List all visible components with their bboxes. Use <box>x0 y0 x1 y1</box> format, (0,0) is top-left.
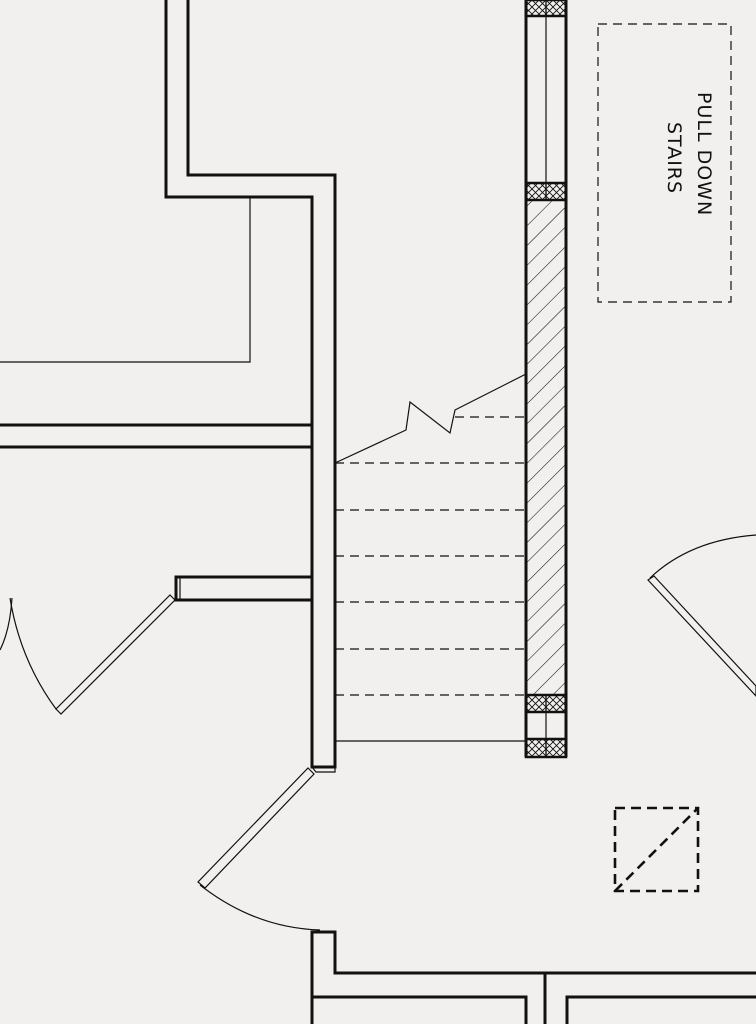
pull-down-stairs-label-line1: PULL DOWN <box>693 92 715 216</box>
wall-stub <box>174 575 312 602</box>
bottom-walls <box>310 930 756 1024</box>
pull-down-stairs-label-line2: STAIRS <box>663 122 685 194</box>
stair-half-wall <box>524 0 568 757</box>
upper-left-wall <box>164 0 337 769</box>
door-right <box>647 534 756 697</box>
stair-break-line <box>334 373 527 464</box>
closet-outline <box>0 197 251 363</box>
door-bottom <box>197 766 336 931</box>
horizontal-wall-left <box>0 423 312 449</box>
stair-treads <box>335 416 526 742</box>
rail-posts <box>524 0 568 759</box>
pull-down-stairs: PULL DOWN STAIRS <box>597 23 732 303</box>
door-left <box>0 594 176 715</box>
attic-hatch <box>613 806 700 893</box>
